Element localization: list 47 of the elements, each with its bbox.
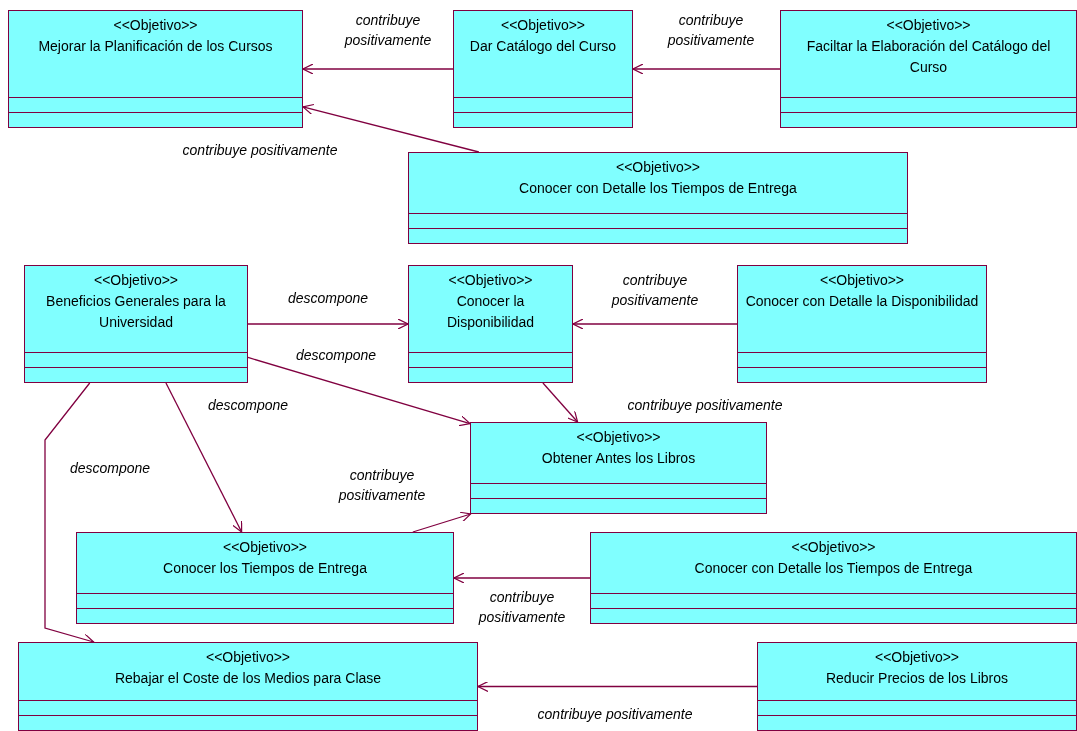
stereotype-label: <<Objetivo>> (615, 158, 701, 177)
class-box (470, 422, 767, 514)
stereotype-label: <<Objetivo>> (113, 16, 198, 35)
arrow (302, 63, 454, 75)
arrow (453, 572, 591, 584)
stereotype-label: <<Objetivo>> (205, 648, 291, 667)
arrow (572, 318, 738, 330)
class-box (453, 10, 633, 128)
class-name: Mejorar la Planificación de los Cursos (38, 37, 273, 56)
class-name: Reducir Precios de los Libros (825, 669, 1009, 688)
class-box (590, 532, 1077, 624)
stereotype-label: <<Objetivo>> (874, 648, 960, 667)
stereotype-label: <<Objetivo>> (576, 428, 661, 447)
arrow (632, 63, 781, 75)
class-name: Beneficios Generales para la Universidad (45, 292, 227, 332)
class-name: Conocer la Disponibilidad (445, 292, 536, 332)
stereotype-label: <<Objetivo>> (886, 16, 971, 35)
arrow (247, 318, 409, 330)
class-box (757, 642, 1077, 731)
class-name: Rebajar el Coste de los Medios para Clase (114, 669, 382, 688)
stereotype-label: <<Objetivo>> (500, 16, 586, 35)
class-box (408, 152, 908, 244)
stereotype-label: <<Objetivo>> (819, 271, 905, 290)
stereotype-label: <<Objetivo>> (93, 271, 179, 290)
class-box (408, 265, 573, 383)
class-name: Faciltar la Elaboración del Catálogo del Curso (805, 37, 1052, 77)
class-name: Obtener Antes los Libros (541, 449, 696, 468)
arrow (247, 356, 471, 427)
class-name: Dar Catálogo del Curso (469, 37, 617, 56)
stereotype-label: <<Objetivo>> (222, 538, 308, 557)
class-box (18, 642, 478, 731)
class-name: Conocer con Detalle la Disponibilidad (745, 292, 979, 311)
class-box (8, 10, 303, 128)
class-box (780, 10, 1077, 128)
arrow (542, 382, 579, 423)
class-box (24, 265, 248, 383)
arrow (165, 382, 243, 533)
class-box (76, 532, 454, 624)
arrow (477, 680, 758, 693)
stereotype-label: <<Objetivo>> (448, 271, 533, 290)
class-box (737, 265, 987, 383)
stereotype-label: <<Objetivo>> (791, 538, 876, 557)
arrow (302, 103, 480, 153)
class-name: Conocer con Detalle los Tiempos de Entrega (519, 179, 797, 198)
class-name: Conocer los Tiempos de Entrega (163, 559, 367, 578)
arrow (412, 511, 472, 533)
class-name: Conocer con Detalle los Tiempos de Entrega (694, 559, 973, 578)
